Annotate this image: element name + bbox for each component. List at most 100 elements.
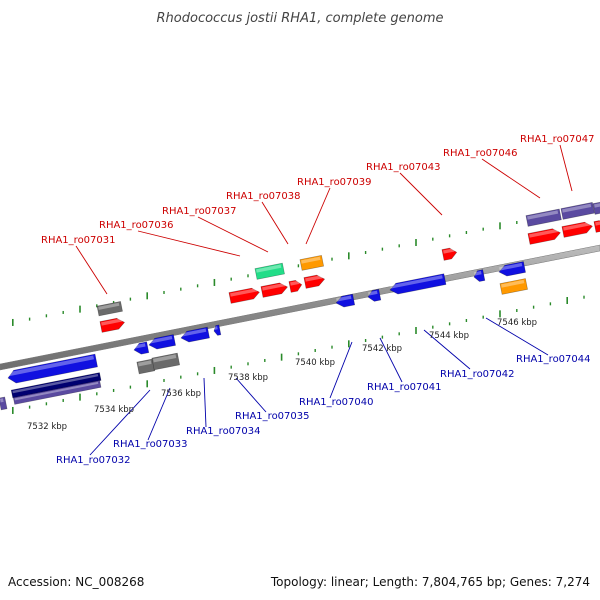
gene-shape <box>148 334 176 350</box>
gene-shape <box>303 274 326 289</box>
gene-highlight <box>443 248 455 254</box>
gene-highlight <box>134 343 146 349</box>
gene-highlight <box>474 271 482 276</box>
gene-highlight <box>153 354 177 363</box>
gene-highlight <box>527 210 559 220</box>
gene-shape <box>592 201 600 215</box>
gene-feature <box>0 396 8 411</box>
gene-feature <box>303 274 326 289</box>
leader-line <box>147 387 171 441</box>
gene-highlight <box>12 373 99 394</box>
gene-label-top[interactable]: RHA1_ro07031 <box>41 235 116 246</box>
gene-highlight <box>0 398 4 403</box>
leader-line <box>485 317 549 356</box>
gene-shape <box>0 396 8 411</box>
gene-shape <box>527 228 561 245</box>
gene-feature <box>389 273 447 295</box>
gene-feature <box>10 372 102 399</box>
gene-label-top[interactable]: RHA1_ro07043 <box>366 162 441 173</box>
gene-feature <box>7 353 98 384</box>
gene-shape <box>593 220 600 233</box>
gene-feature <box>260 282 288 298</box>
gene-highlight <box>563 222 591 231</box>
gene-highlight <box>7 355 95 377</box>
gene-feature <box>12 380 102 405</box>
gene-shape <box>12 380 102 405</box>
gene-feature <box>96 301 123 317</box>
gene-feature <box>99 317 126 333</box>
gene-feature <box>473 269 486 282</box>
map-content: 7532 kbp 7534 kbp 7536 kbp 7538 kbp 7540… <box>0 134 600 466</box>
gene-shape <box>10 372 102 399</box>
gene-highlight <box>138 360 152 367</box>
gene-feature <box>180 326 210 343</box>
kbp-label: 7544 kbp <box>429 331 469 341</box>
leader-line <box>235 377 267 413</box>
gene-label-top[interactable]: RHA1_ro07037 <box>162 206 237 217</box>
gene-shape <box>335 293 356 308</box>
gene-feature <box>561 221 593 238</box>
gene-label-bottom[interactable]: RHA1_ro07044 <box>516 354 591 365</box>
gene-feature <box>499 278 528 295</box>
leader-line <box>203 377 207 428</box>
leader-line <box>137 230 241 257</box>
gene-feature <box>148 334 176 350</box>
gene-highlight <box>562 203 592 213</box>
gene-label-top[interactable]: RHA1_ro07047 <box>520 134 595 145</box>
gene-feature <box>560 202 595 220</box>
gene-shape <box>151 352 181 371</box>
kbp-label: 7532 kbp <box>27 422 67 432</box>
tick-row-top <box>12 207 585 326</box>
gene-highlight <box>336 295 352 302</box>
gene-label-top[interactable]: RHA1_ro07039 <box>297 177 372 188</box>
leader-line <box>305 187 331 245</box>
gene-label-bottom[interactable]: RHA1_ro07033 <box>113 439 188 450</box>
gene-label-bottom[interactable]: RHA1_ro07042 <box>440 369 515 380</box>
gene-highlight <box>390 275 443 289</box>
gene-highlight <box>529 228 559 238</box>
gene-label-bottom[interactable]: RHA1_ro07040 <box>299 397 374 408</box>
kbp-label: 7538 kbp <box>228 373 268 383</box>
gene-feature <box>593 220 600 233</box>
gene-highlight <box>499 262 523 271</box>
gene-feature <box>335 293 356 308</box>
gene-feature <box>299 254 325 271</box>
gene-shape <box>213 324 222 336</box>
gene-shape <box>260 282 288 298</box>
gene-feature <box>288 280 303 293</box>
leader-line <box>197 216 269 253</box>
leader-line <box>89 389 151 456</box>
accession-text: Accession: NC_008268 <box>8 575 144 589</box>
kbp-label: 7536 kbp <box>161 389 201 399</box>
gene-shape <box>389 273 447 295</box>
gene-label-bottom[interactable]: RHA1_ro07041 <box>367 382 442 393</box>
gene-shape <box>473 269 486 282</box>
gene-highlight <box>262 282 286 291</box>
gene-feature <box>254 262 285 280</box>
gene-label-bottom[interactable]: RHA1_ro07032 <box>56 455 131 466</box>
gene-shape <box>7 353 98 384</box>
gene-label-bottom[interactable]: RHA1_ro07034 <box>186 426 261 437</box>
gene-feature <box>133 341 150 355</box>
gene-feature <box>228 287 260 304</box>
gene-label-top[interactable]: RHA1_ro07036 <box>99 220 174 231</box>
leader-line <box>423 329 471 370</box>
gene-feature <box>213 324 222 336</box>
gene-shape <box>299 254 325 271</box>
tick-row-bottom <box>12 295 585 414</box>
gene-feature <box>441 247 458 261</box>
gene-highlight <box>301 256 321 264</box>
gene-label-top[interactable]: RHA1_ro07046 <box>443 148 518 159</box>
gene-feature <box>151 352 181 371</box>
gene-shape <box>561 221 593 238</box>
genome-backbone <box>0 244 600 371</box>
gene-shape <box>441 247 458 261</box>
gene-label-top[interactable]: RHA1_ro07038 <box>226 191 301 202</box>
gene-highlight <box>501 279 525 288</box>
topology-summary: Topology: linear; Length: 7,804,765 bp; … <box>270 575 590 589</box>
gene-shape <box>99 317 126 333</box>
map-title: Rhodococcus jostii RHA1, complete genome <box>157 11 444 26</box>
gene-label-bottom[interactable]: RHA1_ro07035 <box>235 411 310 422</box>
gene-highlight <box>14 381 99 401</box>
